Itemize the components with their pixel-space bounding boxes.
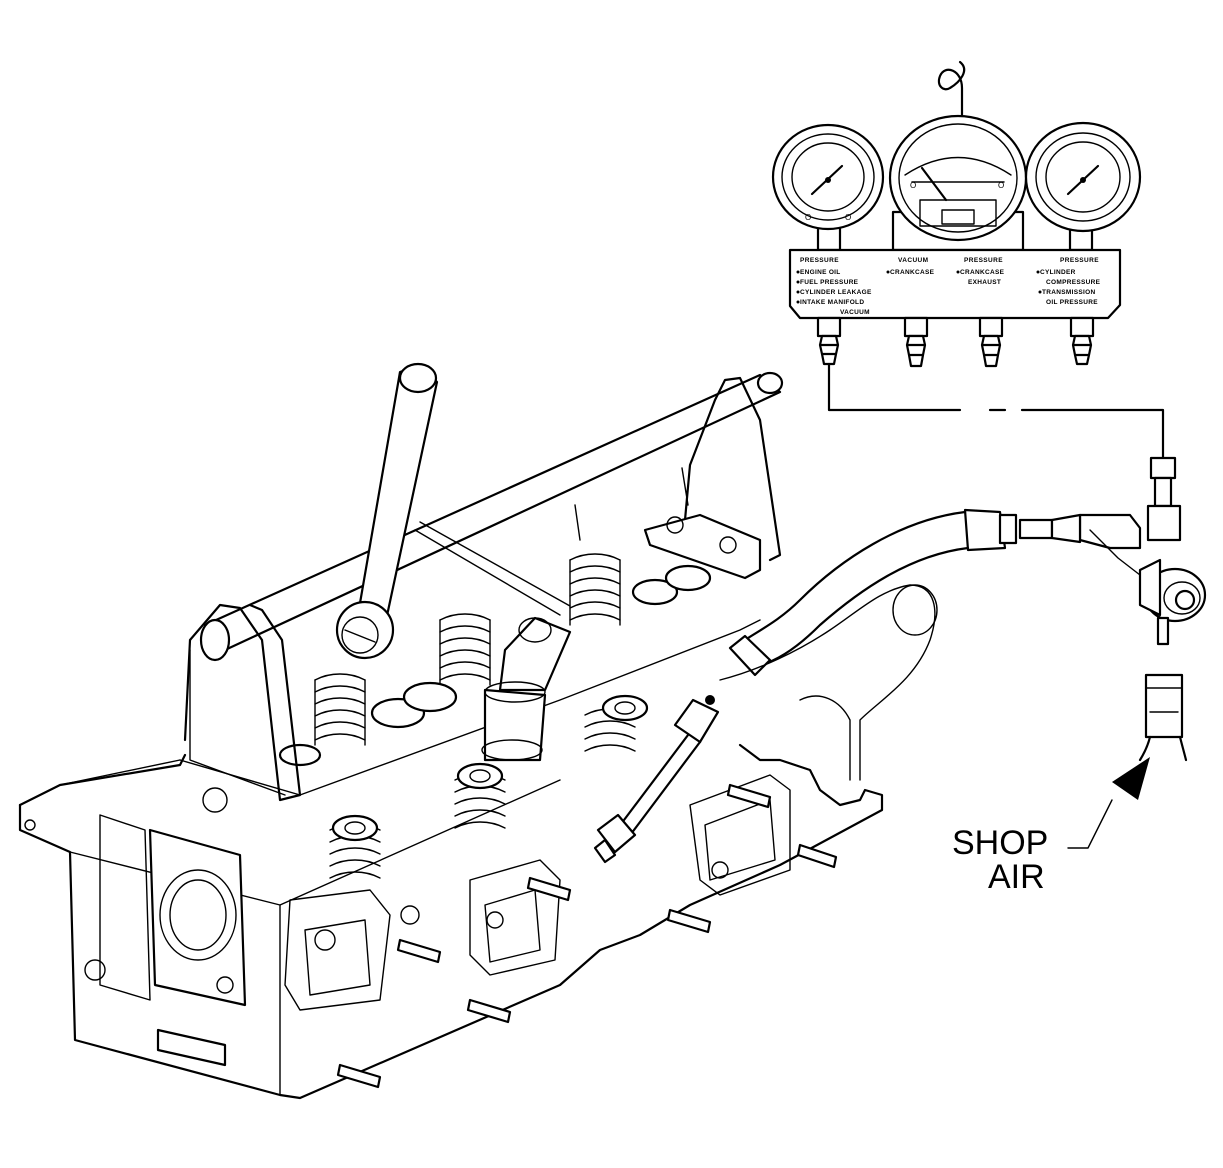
gauge-manifold-set: O O O O PRESSURE ENGINE OIL [771,60,1142,368]
panel-col3-item2: EXHAUST [968,279,1001,286]
gauge-label-left: O [805,213,811,222]
panel-col4-item3: TRANSMISSION [1042,289,1095,296]
hose-icon [728,508,1082,677]
panel-col2-header: VACUUM [898,257,928,264]
panel-col3-header: PRESSURE [964,257,1003,264]
shop-air-label-line1: SHOP [952,824,1048,862]
manifold-studs [336,783,838,1089]
shop-air-callout: SHOP AIR [952,757,1150,896]
panel-col1-item3: CYLINDER LEAKAGE [800,289,872,296]
valve-springs [278,553,712,879]
spring-icon [454,762,506,829]
leader-line [1067,799,1113,849]
panel-col1-item4: INTAKE MANIFOLD [800,299,864,306]
panel-col1-header: PRESSURE [800,257,839,264]
spring-icon [329,814,381,879]
spring-compressor-tool [183,362,784,802]
hook-icon [937,60,966,122]
gauge-label-left: O [910,181,916,190]
panel-col4-item2: COMPRESSURE [1046,279,1101,286]
hose-fittings [816,316,1095,368]
shop-air-label-line2: AIR [988,858,1045,896]
cylinder-head [18,584,938,1100]
arrow-icon [1112,757,1150,800]
panel-col1-item1: ENGINE OIL [800,269,841,276]
shop-air-hose [1138,735,1188,762]
center-vacuum-gauge: O O [888,114,1028,242]
right-pressure-gauge [1024,121,1142,252]
spring-icon [569,553,621,626]
panel-col1-item2: FUEL PRESSURE [800,279,859,286]
spring-icon [314,673,366,746]
panel-col1-item5: VACUUM [840,309,870,316]
regulator-icon [1078,456,1207,739]
gauge-hose-line [827,362,1165,460]
panel-col2-item1: CRANKCASE [890,269,935,276]
panel-col3-item1: CRANKCASE [960,269,1005,276]
panel-col4-header: PRESSURE [1060,257,1099,264]
spring-icon [584,694,649,752]
panel-col4-item4: OIL PRESSURE [1046,299,1098,306]
gauge-label-right: O [998,181,1004,190]
panel-col4-item1: CYLINDER [1040,269,1076,276]
left-pressure-gauge: O O [771,123,885,252]
manifold-panel: PRESSURE ENGINE OIL FUEL PRESSURE CYLIND… [788,248,1122,320]
spring-icon [439,613,491,686]
gauge-label-right: O [845,213,851,222]
spark-plug-adapter [593,695,720,864]
